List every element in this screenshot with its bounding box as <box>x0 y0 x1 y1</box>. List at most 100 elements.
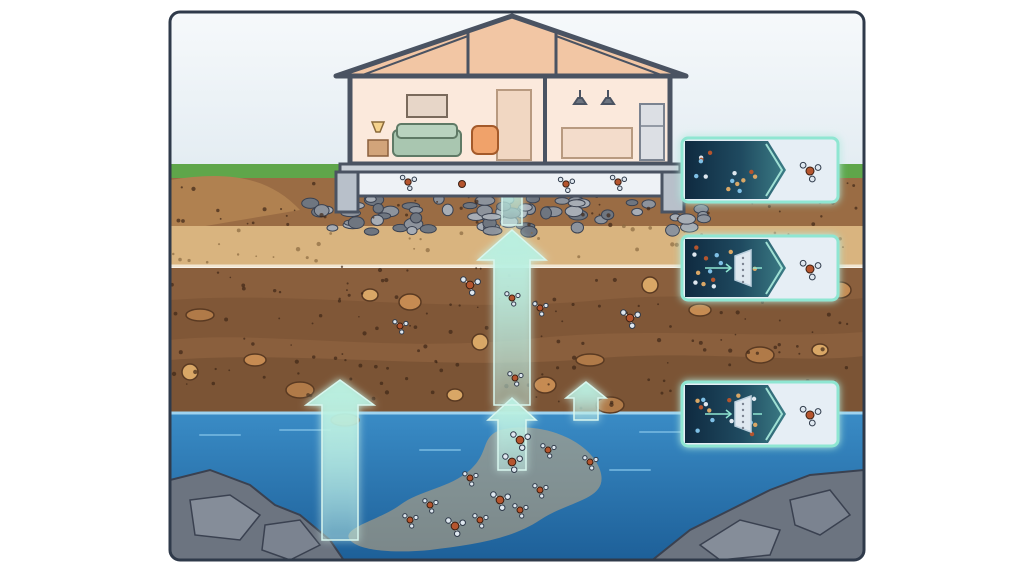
soil-speck <box>406 269 409 272</box>
soil-speck <box>312 355 316 359</box>
rock-icon <box>181 363 199 381</box>
particle-dot <box>703 174 708 179</box>
soil-speck <box>185 383 188 385</box>
soil-speck <box>224 317 229 322</box>
soil-speck <box>597 304 601 308</box>
soil-speck <box>838 321 842 325</box>
soil-speck <box>854 206 858 210</box>
gravel-stone <box>564 205 584 218</box>
soil-speck <box>820 215 823 218</box>
particle-dot <box>730 178 735 184</box>
soil-speck <box>683 230 686 233</box>
soil-speck <box>612 277 617 283</box>
soil-speck <box>676 217 679 220</box>
indoor-molecules <box>399 174 628 194</box>
soil-speck <box>397 203 400 207</box>
soil-speck <box>171 371 177 377</box>
particle-dot <box>718 260 724 266</box>
panel-mixture <box>680 136 840 204</box>
soil-speck <box>556 339 561 344</box>
soil-speck <box>262 375 266 379</box>
soil-speck <box>423 344 428 349</box>
soil-speck <box>272 256 275 258</box>
soil-speck <box>571 355 577 360</box>
soil-speck <box>306 393 310 397</box>
soil-speck <box>811 222 816 226</box>
soil-speck <box>434 359 438 363</box>
soil-speck <box>394 295 399 300</box>
soil-speck <box>795 345 799 348</box>
soil-speck <box>340 265 344 268</box>
soil-speck <box>841 246 844 249</box>
particle-dot <box>732 170 737 176</box>
particle-dot <box>753 422 758 428</box>
soil-speck <box>571 365 577 370</box>
particle-dot <box>701 397 706 403</box>
soil-speck <box>826 312 831 317</box>
soil-speck <box>329 232 333 235</box>
soil-speck <box>384 278 389 283</box>
soil-speck <box>475 220 479 224</box>
particle-dot <box>751 396 757 402</box>
soil-speck <box>309 394 313 398</box>
doorway <box>496 89 532 161</box>
soil-speck <box>286 222 290 226</box>
soil-speck <box>217 243 221 246</box>
particle-dot <box>737 188 742 194</box>
particle-dot <box>694 245 699 250</box>
soil-speck <box>541 373 544 376</box>
soil-speck <box>181 219 185 223</box>
molecule-icon <box>609 174 628 192</box>
gravel-stone <box>441 203 454 217</box>
soil-speck <box>333 356 338 361</box>
soil-speck <box>180 186 183 189</box>
soil-speck <box>358 315 360 318</box>
gravel-stone <box>481 212 502 221</box>
soil-speck <box>609 400 614 405</box>
soil-speck <box>656 337 662 343</box>
soil-speck <box>285 214 288 217</box>
soil-speck <box>669 325 672 328</box>
soil-speck <box>318 313 323 318</box>
gravel-stone <box>696 214 712 224</box>
soil-speck <box>666 362 669 364</box>
soil-speck <box>216 271 220 274</box>
soil-speck <box>720 338 723 341</box>
soil-speck <box>547 383 550 386</box>
armchair <box>471 125 499 155</box>
soil-speck <box>529 235 532 238</box>
soil-speck <box>338 297 341 300</box>
soil-speck <box>323 215 327 219</box>
soil-speck <box>347 293 351 297</box>
vapor-arrow-right <box>563 381 609 421</box>
molecule-icon <box>582 455 599 471</box>
molecule-icon <box>532 483 549 499</box>
soil-speck <box>852 184 856 188</box>
soil-speck <box>341 353 344 355</box>
soil-speck <box>246 222 249 225</box>
soil-speck <box>236 228 241 233</box>
house-cutaway-icon <box>333 13 689 214</box>
particle-dot <box>695 398 700 404</box>
pendant-lamp-right <box>600 90 616 105</box>
soil-speck <box>272 288 277 293</box>
soil-speck <box>811 331 814 334</box>
soil-speck <box>344 358 347 362</box>
molecule-icon <box>458 180 466 188</box>
particle-dot <box>703 256 709 261</box>
particle-dot <box>711 284 717 289</box>
soil-speck <box>734 333 737 336</box>
soil-speck <box>707 211 710 215</box>
soil-speck <box>241 286 246 291</box>
molecule-icon <box>512 503 529 519</box>
molecule-icon <box>799 405 822 427</box>
soil-speck <box>293 209 296 212</box>
soil-speck <box>591 212 594 215</box>
soil-speck <box>316 241 321 247</box>
rock-icon <box>361 288 379 302</box>
gravel-stone <box>631 207 644 217</box>
soil-speck <box>728 363 732 367</box>
panel-filtration <box>680 234 840 302</box>
soil-speck <box>606 213 611 218</box>
lamp <box>370 121 386 133</box>
